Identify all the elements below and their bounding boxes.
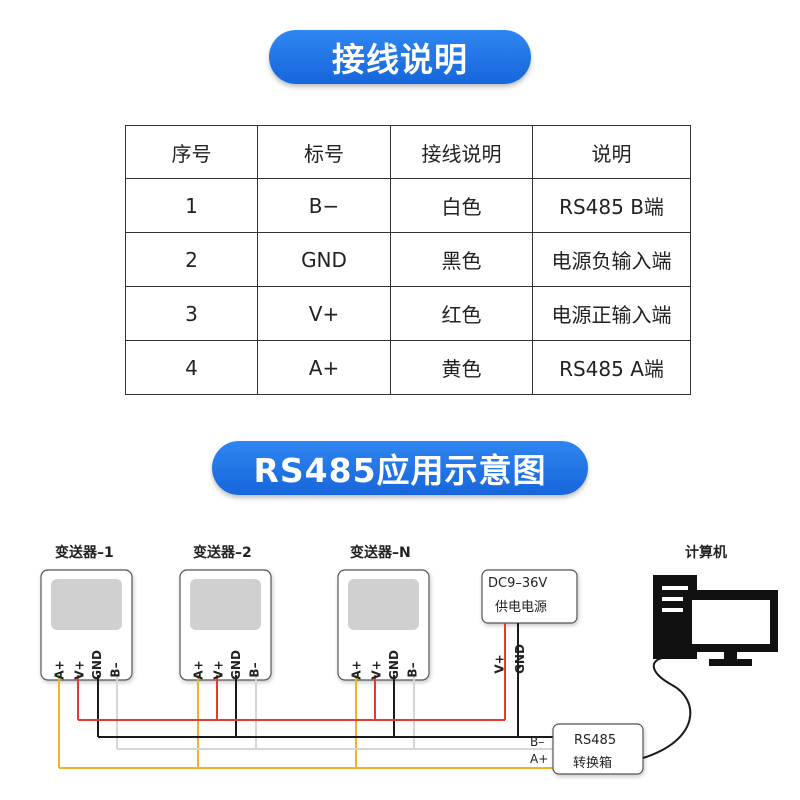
pin-label: A+ xyxy=(349,660,364,680)
converter-b-label: B– xyxy=(530,735,545,749)
table-cell: GND xyxy=(257,232,391,287)
rs485-diagram: 变送器–1 变送器–2 变送器–N 计算机 A+ V+ GND B– A+ V+… xyxy=(0,530,800,800)
power-supply-line2: 供电电源 xyxy=(495,600,548,615)
converter-line1: RS485 xyxy=(574,733,617,748)
wiring-title-banner: 接线说明 xyxy=(269,30,531,84)
pin-label: GND xyxy=(89,650,104,680)
rs485-title-banner: RS485应用示意图 xyxy=(212,441,588,495)
transmitter-1 xyxy=(40,569,133,768)
table-row: 2 GND 黑色 电源负输入端 xyxy=(125,232,691,287)
table-cell: 电源正输入端 xyxy=(532,286,691,341)
wiring-title: 接线说明 xyxy=(332,40,468,79)
transmitter-2-label: 变送器–2 xyxy=(193,545,252,561)
transmitter-n xyxy=(337,569,430,768)
converter-line2: 转换箱 xyxy=(573,756,613,771)
usb-cable xyxy=(642,657,692,759)
table-cell: B− xyxy=(257,178,391,233)
table-cell: 黄色 xyxy=(390,340,533,395)
pin-label: B– xyxy=(108,662,123,678)
table-row: 4 A+ 黄色 RS485 A端 xyxy=(125,340,691,395)
pin-label: V+ xyxy=(72,660,87,680)
converter-box xyxy=(552,723,644,775)
pin-label: V+ xyxy=(369,660,384,680)
header-index: 序号 xyxy=(125,125,258,179)
pin-label: A+ xyxy=(191,660,206,680)
table-cell: A+ xyxy=(257,340,391,395)
transmitter-1-label: 变送器–1 xyxy=(55,545,114,561)
power-vplus-label: V+ xyxy=(492,654,507,674)
power-supply-line1: DC9–36V xyxy=(488,576,548,591)
pin-label: GND xyxy=(386,650,401,680)
diagram-canvas xyxy=(40,569,778,775)
table-cell: 白色 xyxy=(390,178,533,233)
computer-label: 计算机 xyxy=(685,545,727,561)
table-cell: 黑色 xyxy=(390,232,533,287)
transmitter-2 xyxy=(179,569,272,768)
power-supply-box xyxy=(481,569,578,624)
table-cell: V+ xyxy=(257,286,391,341)
table-row: 3 V+ 红色 电源正输入端 xyxy=(125,286,691,341)
table-header-row: 序号 标号 接线说明 说明 xyxy=(125,125,691,179)
pin-label: B– xyxy=(405,662,420,678)
header-description: 说明 xyxy=(532,125,691,179)
pin-label: GND xyxy=(228,650,243,680)
table-cell: RS485 B端 xyxy=(532,178,691,233)
converter-a-label: A+ xyxy=(530,752,549,766)
table-cell: 3 xyxy=(125,286,258,341)
header-wire-color: 接线说明 xyxy=(390,125,533,179)
power-gnd-label: GND xyxy=(512,644,527,674)
header-label: 标号 xyxy=(257,125,391,179)
pin-label: B– xyxy=(247,662,262,678)
computer-icon xyxy=(653,575,778,666)
table-cell: 电源负输入端 xyxy=(532,232,691,287)
rs485-converter xyxy=(552,657,692,775)
pin-label: V+ xyxy=(211,660,226,680)
table-cell: 4 xyxy=(125,340,258,395)
transmitter-n-label: 变送器–N xyxy=(350,545,411,561)
transmitter-screen xyxy=(348,579,419,630)
table-cell: 1 xyxy=(125,178,258,233)
table-cell: RS485 A端 xyxy=(532,340,691,395)
table-cell: 红色 xyxy=(390,286,533,341)
transmitter-screen xyxy=(190,579,261,630)
wiring-table: 序号 标号 接线说明 说明 1 B− 白色 RS485 B端 2 GND 黑色 … xyxy=(125,125,691,395)
rs485-title: RS485应用示意图 xyxy=(253,451,547,490)
power-supply xyxy=(481,569,578,737)
pin-label: A+ xyxy=(52,660,67,680)
transmitter-screen xyxy=(51,579,122,630)
table-cell: 2 xyxy=(125,232,258,287)
table-row: 1 B− 白色 RS485 B端 xyxy=(125,178,691,233)
